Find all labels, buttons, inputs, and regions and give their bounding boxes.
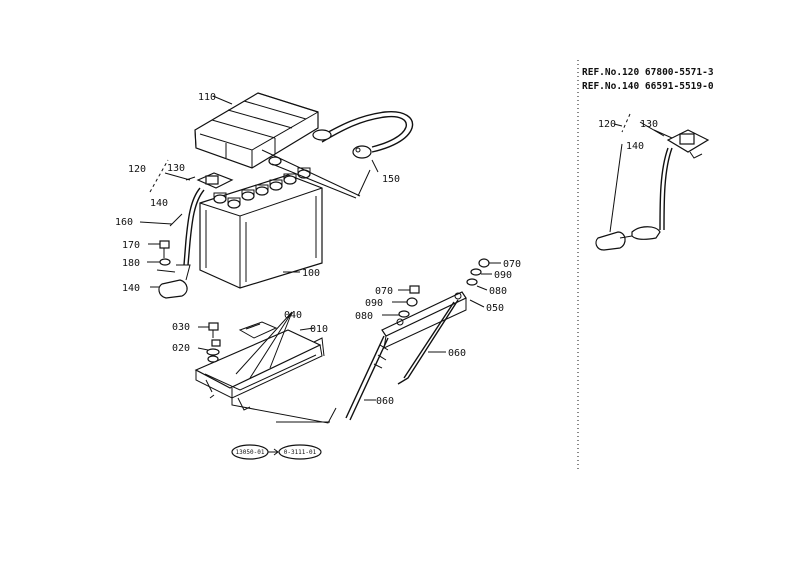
hold-down-bracket bbox=[381, 291, 467, 349]
serial-from: 13050-01 bbox=[236, 449, 265, 456]
battery-tray bbox=[194, 321, 325, 411]
battery bbox=[199, 156, 323, 289]
callout-100: 100 bbox=[302, 268, 320, 279]
callout-110: 110 bbox=[198, 92, 216, 103]
callout-010: 010 bbox=[310, 324, 328, 335]
callout-160: 160 bbox=[115, 217, 133, 228]
callout-050: 050 bbox=[486, 303, 504, 314]
callout-150: 150 bbox=[382, 174, 400, 185]
detail-callout-140: 140 bbox=[626, 141, 644, 152]
negative-cable-assembly bbox=[158, 172, 234, 299]
reference-line-2: REF.No.140 66591-5519-0 bbox=[582, 81, 714, 92]
callout-140-top: 140 bbox=[150, 198, 168, 209]
callout-090-right: 090 bbox=[494, 270, 512, 281]
callout-070-left: 070 bbox=[375, 286, 393, 297]
reference-line-1: REF.No.120 67800-5571-3 bbox=[582, 67, 714, 78]
callout-180: 180 bbox=[122, 258, 140, 269]
bolt-030 bbox=[198, 322, 219, 338]
callout-120: 120 bbox=[128, 164, 146, 175]
callout-060-right: 060 bbox=[448, 348, 466, 359]
detail-cable bbox=[595, 129, 710, 251]
rod-060-left bbox=[345, 335, 389, 421]
rod-060-right bbox=[397, 299, 459, 385]
callout-030: 030 bbox=[172, 322, 190, 333]
detail-callout-130: 130 bbox=[640, 119, 658, 130]
callout-070-right: 070 bbox=[503, 259, 521, 270]
detail-callout-120: 120 bbox=[598, 119, 616, 130]
battery-cover bbox=[194, 92, 319, 169]
bolt-170 bbox=[159, 240, 170, 258]
callout-060-left: 060 bbox=[376, 396, 394, 407]
callout-090-left: 090 bbox=[365, 298, 383, 309]
callout-080-left: 080 bbox=[355, 311, 373, 322]
serial-note: 13050-01 0-3111-01 bbox=[231, 444, 322, 460]
callout-140-bottom: 140 bbox=[122, 283, 140, 294]
callout-170: 170 bbox=[122, 240, 140, 251]
callout-040: 040 bbox=[284, 310, 302, 321]
nuts-right bbox=[466, 258, 501, 291]
serial-to: 0-3111-01 bbox=[284, 449, 317, 456]
callout-020: 020 bbox=[172, 343, 190, 354]
battery-caps bbox=[213, 167, 311, 209]
callout-130: 130 bbox=[167, 163, 185, 174]
callout-080-right: 080 bbox=[489, 286, 507, 297]
nuts-left bbox=[382, 285, 420, 318]
nut-180 bbox=[159, 258, 171, 266]
cable-150 bbox=[312, 111, 414, 159]
washer-020 bbox=[197, 347, 220, 363]
